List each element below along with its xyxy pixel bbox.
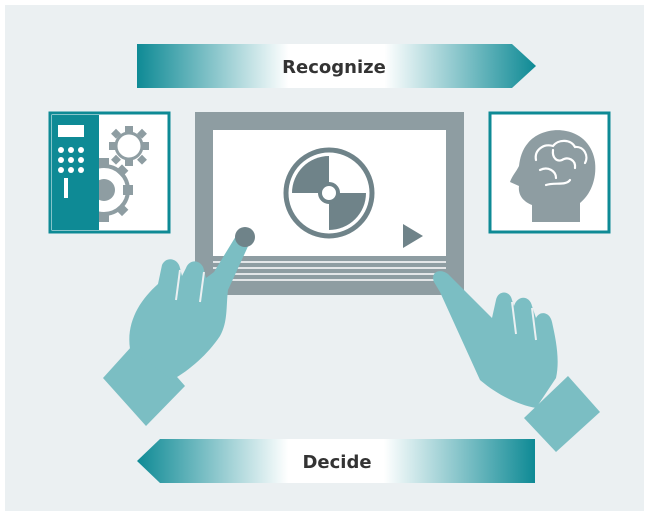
hmi-pie-dial-icon [283, 147, 375, 239]
left-hand [103, 227, 255, 426]
decide-arrow: Decide [137, 439, 535, 483]
controller-gear-panel [48, 111, 171, 234]
head-brain-panel [488, 111, 611, 234]
recognize-label: Recognize [282, 57, 386, 78]
right-hand [433, 271, 600, 452]
play-triangle-icon [403, 224, 423, 248]
touchscreen-device [195, 112, 464, 295]
gear-icon [99, 126, 149, 222]
decide-label: Decide [302, 452, 371, 473]
recognize-arrow: Recognize [137, 44, 536, 88]
touch-point [235, 227, 255, 247]
head-brain-icon [510, 130, 596, 222]
